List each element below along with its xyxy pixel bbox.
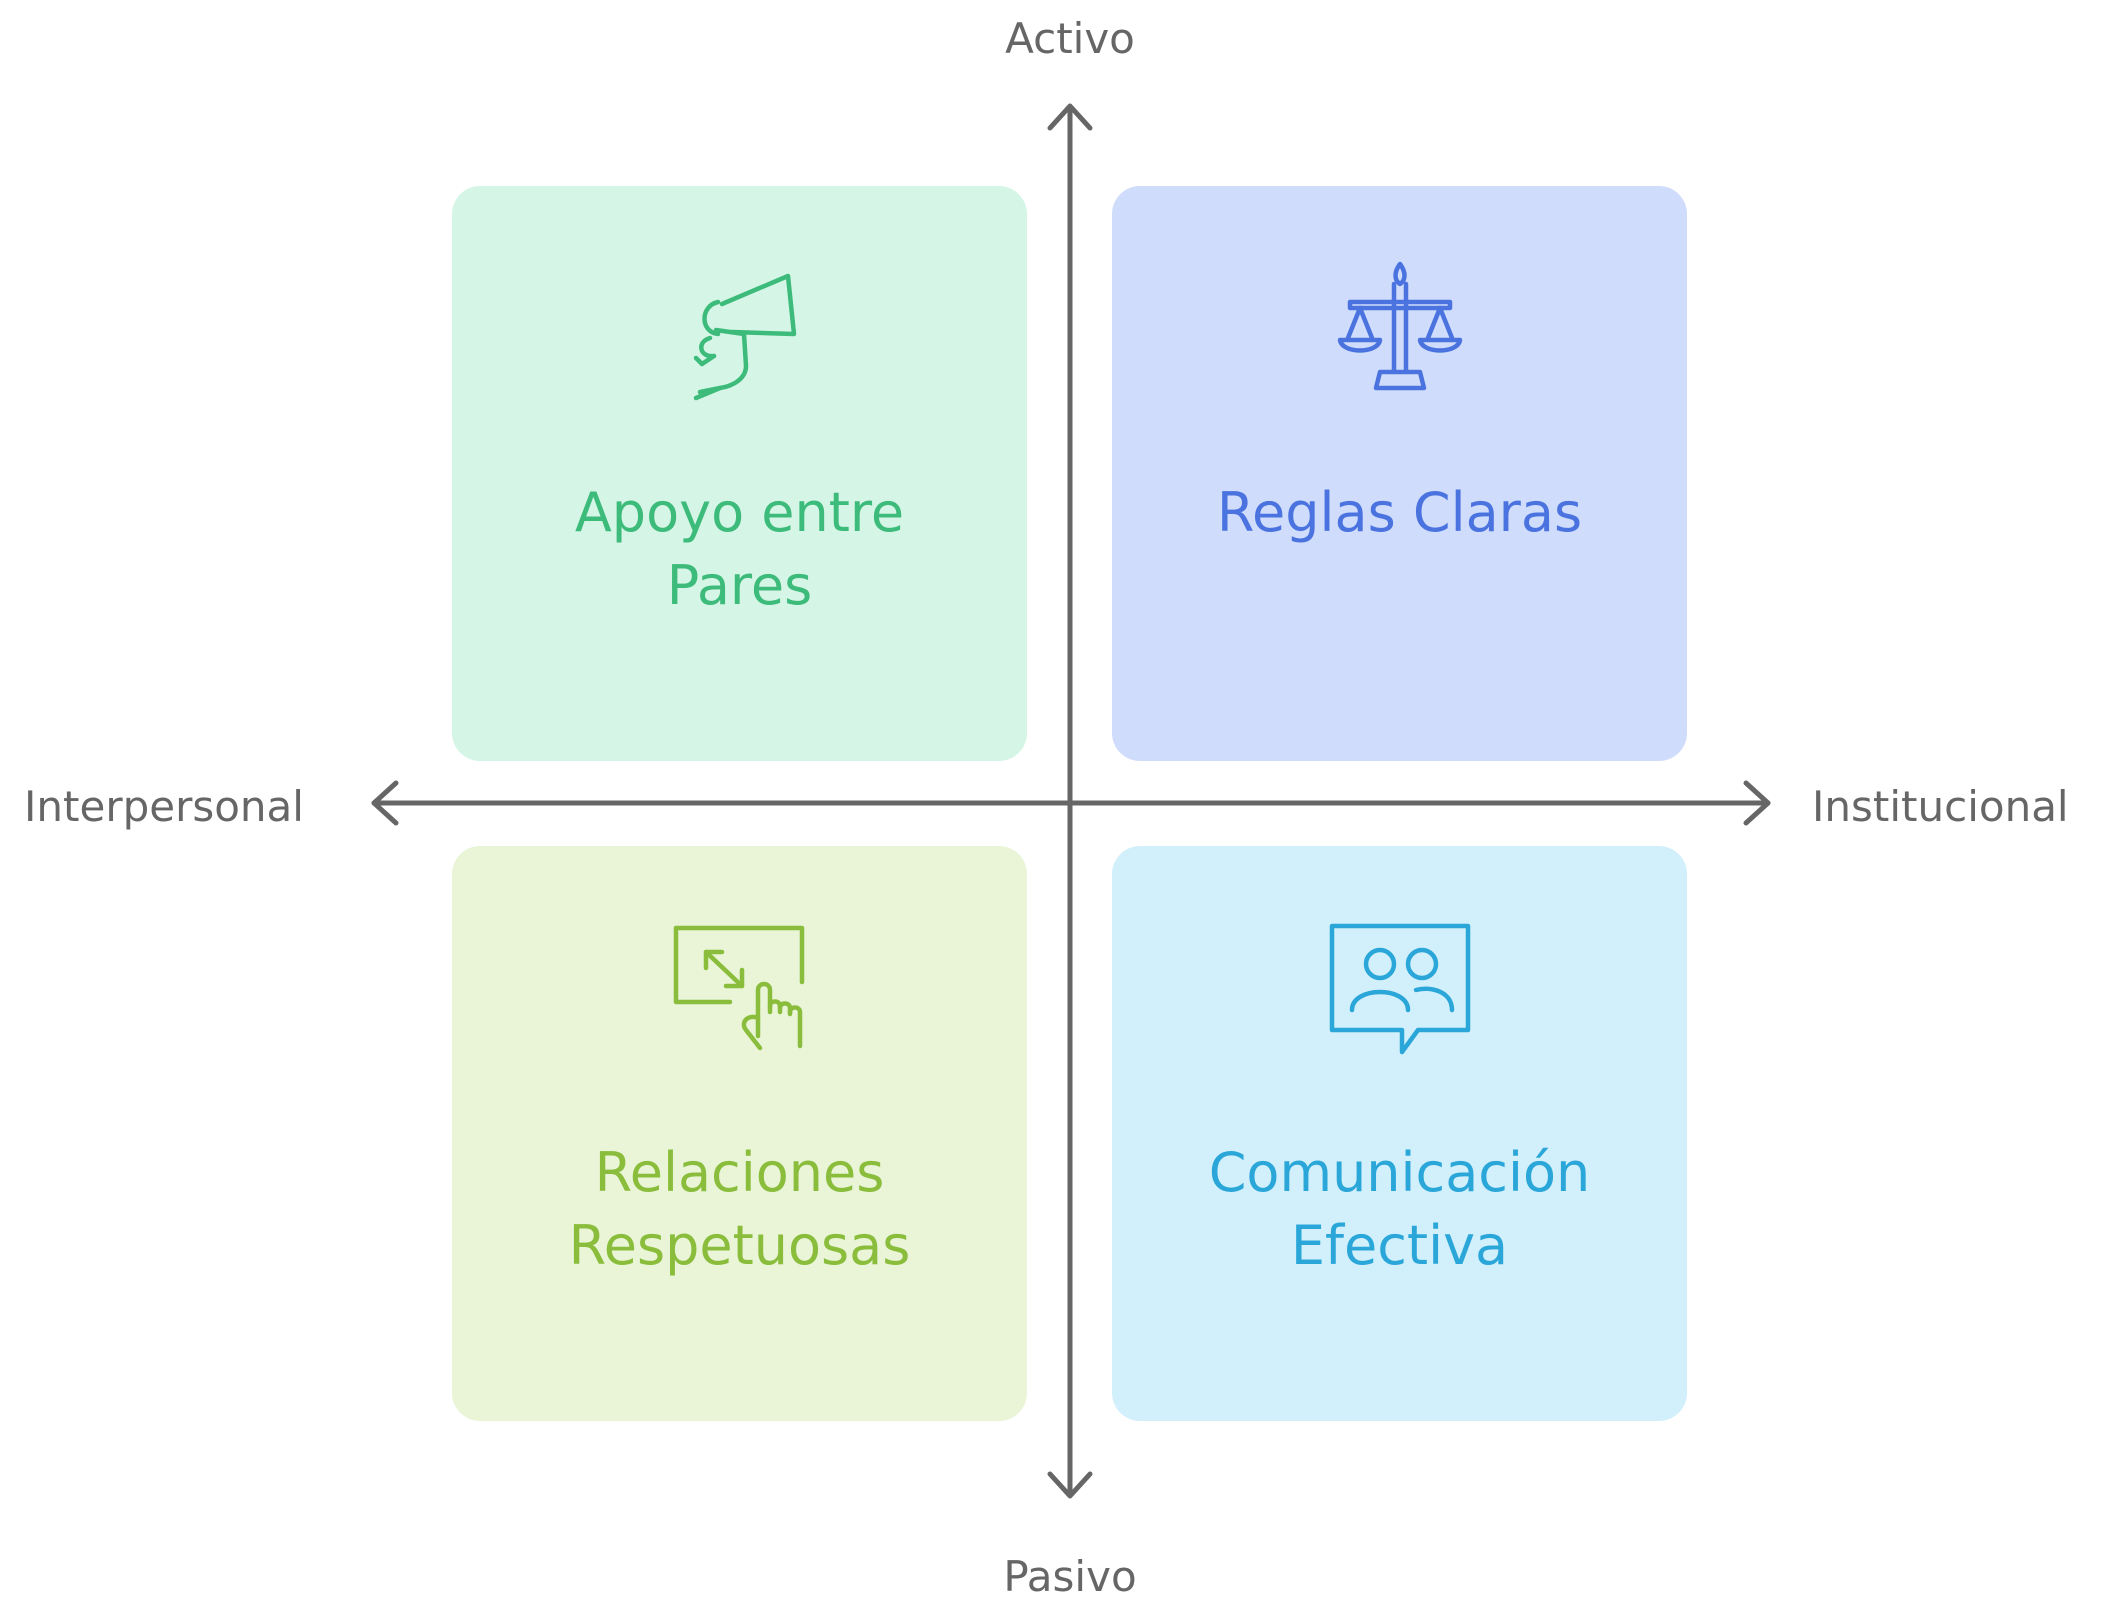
arrow-right-icon (1743, 780, 1771, 826)
arrow-left-icon (371, 780, 399, 826)
chat-people-icon (1320, 906, 1480, 1066)
title-line-1: Relaciones (594, 1141, 885, 1204)
quadrant-title: Relaciones Respetuosas (482, 1136, 997, 1282)
quadrant-apoyo-entre-pares: Apoyo entre Pares (452, 186, 1027, 761)
title-line-1: Reglas Claras (1216, 481, 1583, 544)
title-line-1: Comunicación (1208, 1141, 1591, 1204)
axis-label-bottom: Pasivo (1003, 1552, 1137, 1597)
quadrant-reglas-claras: Reglas Claras (1112, 186, 1687, 761)
title-line-1: Apoyo entre (574, 481, 905, 544)
quadrant-title: Apoyo entre Pares (482, 476, 997, 622)
title-line-2: Efectiva (1290, 1214, 1509, 1277)
axis-label-right: Institucional (1812, 782, 2069, 831)
quadrant-title: Comunicación Efectiva (1142, 1136, 1657, 1282)
axis-label-left: Interpersonal (24, 782, 304, 831)
title-line-2: Pares (666, 554, 813, 617)
touch-screen-icon (660, 906, 820, 1066)
axis-label-top: Activo (1005, 14, 1135, 63)
quadrant-relaciones-respetuosas: Relaciones Respetuosas (452, 846, 1027, 1421)
quadrant-title: Reglas Claras (1142, 476, 1657, 549)
arrow-up-icon (1047, 103, 1093, 131)
title-line-2: Respetuosas (568, 1214, 911, 1277)
megaphone-icon (660, 246, 820, 406)
scales-icon (1320, 246, 1480, 406)
quadrant-comunicacion-efectiva: Comunicación Efectiva (1112, 846, 1687, 1421)
arrow-down-icon (1047, 1471, 1093, 1499)
